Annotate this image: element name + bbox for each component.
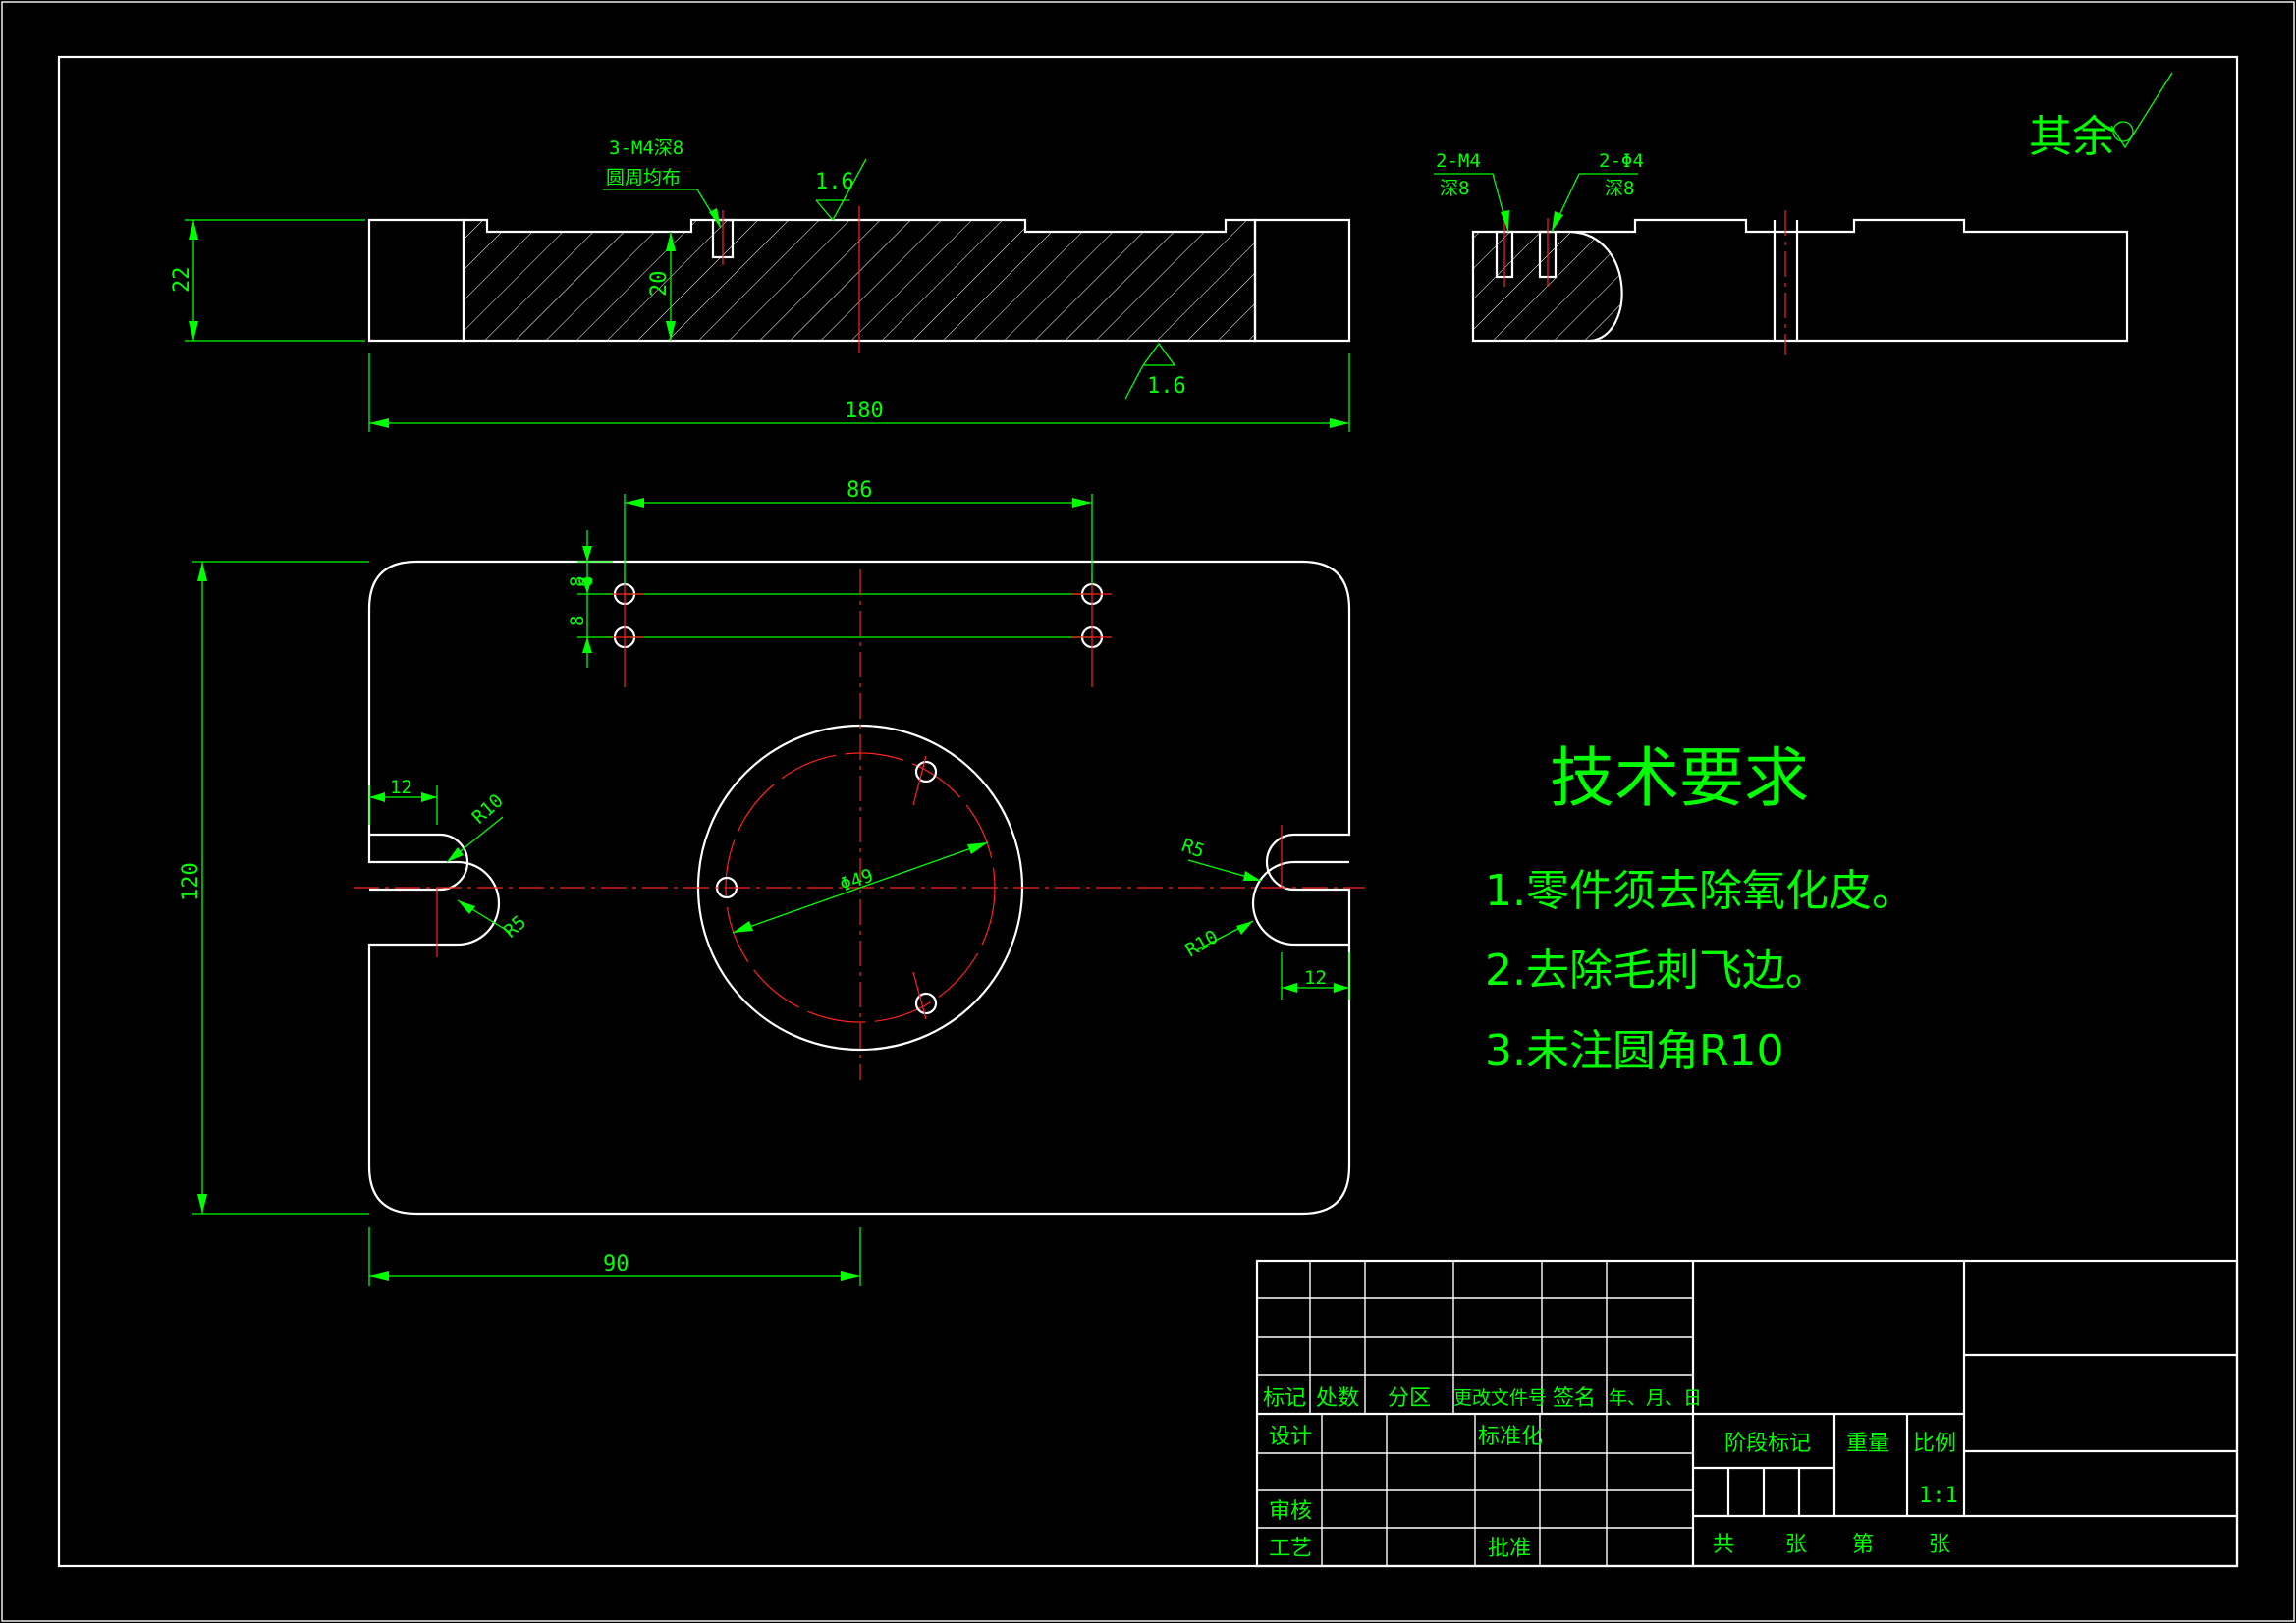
dim-20: 20 (647, 271, 672, 298)
dim-dia49: Φ49 (837, 865, 876, 896)
tb-signature: 签名 (1553, 1386, 1596, 1411)
drawing-frame (57, 55, 2239, 1568)
tb-standardize: 标准化 (1478, 1425, 1543, 1449)
thread-note-line2: 圆周均布 (606, 167, 681, 189)
thread-note-line1: 3-M4深8 (609, 137, 683, 159)
tb-sheets2: 张 (1929, 1533, 1950, 1557)
dim-12-left: 12 (390, 777, 412, 798)
dim-86: 86 (847, 478, 873, 503)
front-view (367, 206, 1351, 353)
tb-process: 工艺 (1269, 1537, 1312, 1561)
requirement-2: 2.去除毛刺飞边。 (1485, 946, 1829, 996)
dim-r10-right: R10 (1182, 926, 1223, 961)
requirement-1: 1.零件须去除氧化皮。 (1485, 866, 1915, 916)
title-block: 标记 处数 分区 更改文件号 签名 年、月、日 设计 标准化 审核 工艺 批准 … (1255, 1259, 2239, 1568)
side-note-right-line2: 深8 (1605, 178, 1634, 199)
surface-finish-note: 其余 (2029, 72, 2173, 162)
tb-review: 审核 (1269, 1499, 1312, 1524)
roughness-bottom: 1.6 (1147, 374, 1186, 399)
tb-count: 处数 (1316, 1386, 1359, 1411)
requirements-title: 技术要求 (1550, 740, 1809, 816)
tb-weight: 重量 (1846, 1432, 1889, 1456)
tb-change-doc: 更改文件号 (1453, 1387, 1547, 1409)
hole-circle-3 (914, 992, 938, 1015)
tb-approve: 批准 (1488, 1537, 1531, 1561)
technical-requirements: 技术要求 1.零件须去除氧化皮。 2.去除毛刺飞边。 3.未注圆角R10 (1485, 740, 1915, 1076)
dim-8a: 8 (567, 576, 588, 587)
side-note-left-line1: 2-M4 (1436, 150, 1481, 172)
dim-180: 180 (845, 399, 884, 423)
side-note-left-line2: 深8 (1440, 178, 1469, 199)
dim-12-right: 12 (1304, 967, 1327, 989)
front-view-dimensions: 180 22 20 1.6 1.6 3-M4深8 圆周均布 (170, 137, 1350, 432)
dim-90: 90 (603, 1252, 629, 1276)
tb-nth: 第 (1852, 1533, 1874, 1557)
tb-mark: 标记 (1263, 1386, 1306, 1411)
dim-22: 22 (170, 267, 194, 294)
dim-120: 120 (179, 862, 203, 901)
dim-r5-left: R5 (500, 911, 531, 943)
tb-zone: 分区 (1388, 1386, 1431, 1411)
side-note-right-line1: 2-Φ4 (1599, 150, 1644, 172)
tb-sheets1: 张 (1785, 1533, 1807, 1557)
top-view-dimensions: 86 6 8 8 120 90 12 12 (179, 478, 1350, 1286)
side-view-notes: 2-M4 深8 2-Φ4 深8 (1434, 150, 1644, 233)
tb-total: 共 (1713, 1533, 1734, 1557)
dim-r5-right: R5 (1178, 835, 1207, 863)
tb-date: 年、月、日 (1609, 1387, 1702, 1409)
tb-scale-label: 比例 (1913, 1432, 1956, 1456)
roughness-top: 1.6 (815, 170, 854, 194)
dim-6: 6 (575, 576, 597, 587)
surface-note-text: 其余 (2029, 112, 2115, 162)
tb-stage: 阶段标记 (1724, 1432, 1811, 1456)
dim-r10-left: R10 (468, 789, 508, 828)
tb-design: 设计 (1269, 1425, 1312, 1449)
tb-scale-value: 1:1 (1919, 1484, 1958, 1508)
hole-circle-1 (914, 760, 938, 784)
requirement-3: 3.未注圆角R10 (1485, 1026, 1784, 1076)
dim-8b: 8 (567, 616, 588, 626)
side-view (1471, 210, 2129, 355)
